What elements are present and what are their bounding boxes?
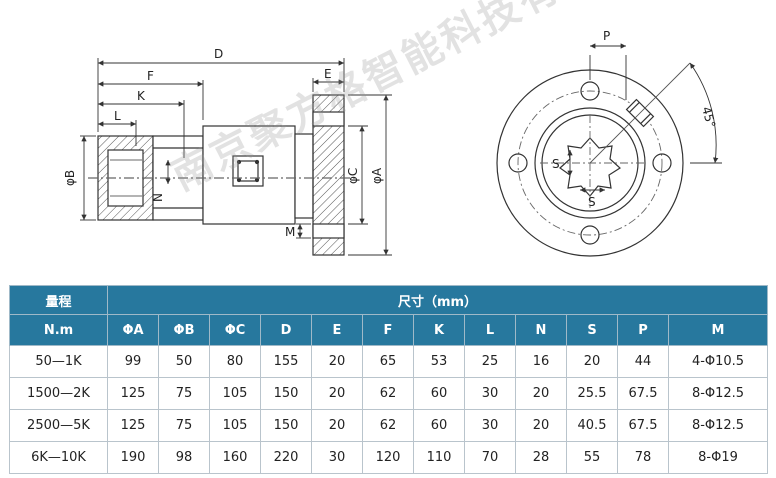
- value-cell: 60: [413, 377, 465, 410]
- value-cell: 150: [260, 409, 312, 442]
- value-cell: 30: [464, 409, 516, 442]
- column-header: N: [515, 314, 567, 346]
- label-k: K: [137, 89, 146, 103]
- value-cell: 78: [617, 441, 669, 474]
- value-cell: 20: [566, 345, 618, 378]
- range-cell: 50—1K: [9, 345, 108, 378]
- size-header: 尺寸（mm）: [106, 285, 769, 315]
- bolt-hole-top: [580, 81, 600, 101]
- value-cell: 30: [311, 441, 363, 474]
- range-cell: 6K—10K: [9, 441, 108, 474]
- flange-inner: [534, 107, 646, 219]
- value-cell: 105: [209, 409, 261, 442]
- value-cell: 75: [158, 409, 210, 442]
- range-cell: 1500—2K: [9, 377, 108, 410]
- value-cell: 120: [362, 441, 414, 474]
- value-cell: 190: [107, 441, 159, 474]
- value-cell: 98: [158, 441, 210, 474]
- label-n: N: [151, 193, 165, 202]
- value-cell: 8-Φ12.5: [667, 409, 769, 442]
- value-cell: 25.5: [566, 377, 618, 410]
- value-cell: 67.5: [617, 409, 669, 442]
- label-f: F: [147, 69, 154, 83]
- column-header: M: [667, 314, 769, 346]
- range-header: 量程: [9, 285, 108, 315]
- value-cell: 62: [362, 409, 414, 442]
- front-labels: P 45° S S: [552, 29, 718, 209]
- label-p: P: [603, 29, 610, 43]
- label-a: φA: [370, 167, 384, 184]
- column-header: S: [566, 314, 618, 346]
- value-cell: 110: [413, 441, 465, 474]
- value-cell: 220: [260, 441, 312, 474]
- value-cell: 50: [158, 345, 210, 378]
- label-angle: 45°: [699, 105, 718, 129]
- value-cell: 125: [107, 409, 159, 442]
- value-cell: 16: [515, 345, 567, 378]
- label-s-horizontal: S: [588, 195, 596, 209]
- side-labels: D F K L E φB N φC φA M: [63, 47, 384, 239]
- bolt-hole-bottom: [580, 225, 600, 245]
- value-cell: 8-Φ12.5: [667, 377, 769, 410]
- value-cell: 150: [260, 377, 312, 410]
- label-b: φB: [63, 170, 77, 186]
- value-cell: 20: [311, 377, 363, 410]
- bolt-hole-right: [652, 153, 672, 173]
- column-header: K: [413, 314, 465, 346]
- value-cell: 62: [362, 377, 414, 410]
- technical-drawing: D F K L E φB N φC φA M: [63, 29, 722, 257]
- value-cell: 20: [311, 409, 363, 442]
- value-cell: 75: [158, 377, 210, 410]
- side-view: [88, 94, 355, 256]
- column-header: L: [464, 314, 516, 346]
- value-cell: 4-Φ10.5: [667, 345, 769, 378]
- value-cell: 40.5: [566, 409, 618, 442]
- value-cell: 20: [515, 377, 567, 410]
- side-dimensions: [80, 58, 392, 256]
- value-cell: 80: [209, 345, 261, 378]
- column-header: ΦA: [107, 314, 159, 346]
- column-header: E: [311, 314, 363, 346]
- front-dimensions: [567, 43, 722, 193]
- value-cell: 70: [464, 441, 516, 474]
- column-header: F: [362, 314, 414, 346]
- value-cell: 20: [515, 409, 567, 442]
- column-header: ΦB: [158, 314, 210, 346]
- value-cell: 67.5: [617, 377, 669, 410]
- value-cell: 8-Φ19: [667, 441, 769, 474]
- value-cell: 44: [617, 345, 669, 378]
- value-cell: 99: [107, 345, 159, 378]
- range-unit-header: N.m: [9, 314, 108, 346]
- value-cell: 155: [260, 345, 312, 378]
- value-cell: 125: [107, 377, 159, 410]
- bolt-hole-left: [508, 153, 528, 173]
- label-m: M: [285, 225, 295, 239]
- value-cell: 65: [362, 345, 414, 378]
- value-cell: 25: [464, 345, 516, 378]
- front-view: [496, 62, 691, 257]
- drawing-svg: D F K L E φB N φC φA M: [63, 29, 722, 257]
- value-cell: 20: [311, 345, 363, 378]
- label-s-vertical: S: [552, 157, 560, 171]
- label-e: E: [324, 67, 332, 81]
- value-cell: 30: [464, 377, 516, 410]
- column-header: P: [617, 314, 669, 346]
- value-cell: 60: [413, 409, 465, 442]
- value-cell: 55: [566, 441, 618, 474]
- value-cell: 53: [413, 345, 465, 378]
- label-c: φC: [346, 168, 360, 184]
- range-cell: 2500—5K: [9, 409, 108, 442]
- value-cell: 160: [209, 441, 261, 474]
- column-header: D: [260, 314, 312, 346]
- label-d: D: [214, 47, 223, 61]
- label-l: L: [114, 109, 121, 123]
- value-cell: 105: [209, 377, 261, 410]
- column-header: ΦC: [209, 314, 261, 346]
- value-cell: 28: [515, 441, 567, 474]
